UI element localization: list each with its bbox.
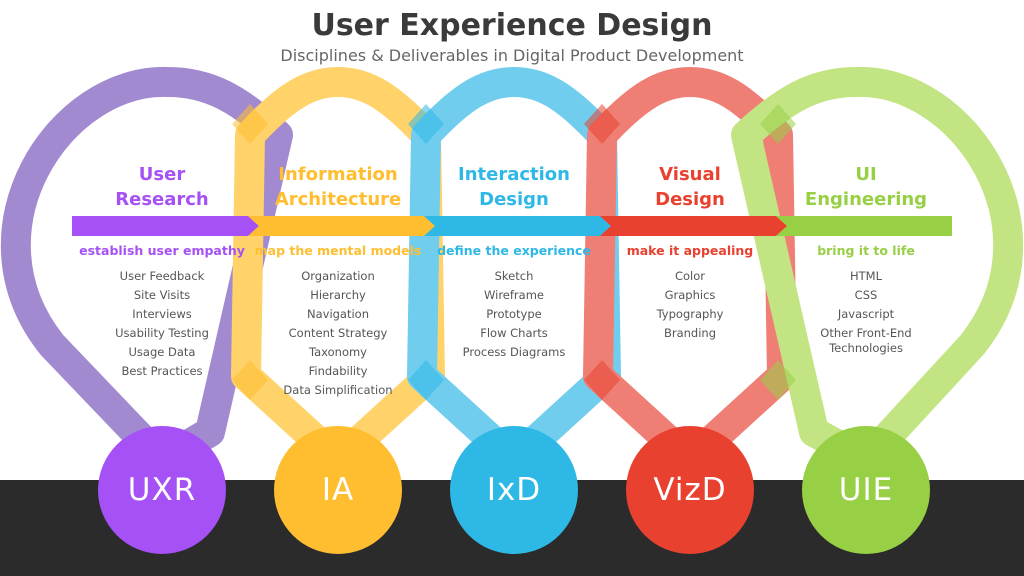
badge-ia: IA xyxy=(274,426,402,554)
deliverable-item: Findability xyxy=(308,364,368,378)
deliverable-item: Site Visits xyxy=(133,288,191,302)
overlap-bottom-2 xyxy=(408,360,444,400)
arrow-segment-uie xyxy=(776,216,952,236)
badge-vizd: VizD xyxy=(626,426,754,554)
arrow-segment-ia xyxy=(248,216,435,236)
overlap-bottom-3 xyxy=(584,360,620,400)
discipline-heading-line: UI xyxy=(855,164,877,185)
deliverable-item: Taxonomy xyxy=(309,345,367,359)
deliverable-item: HTML xyxy=(849,269,882,283)
discipline-heading-line: Visual xyxy=(659,164,721,185)
discipline-heading-line: User xyxy=(138,164,186,185)
loop-ixd xyxy=(407,67,621,475)
badge-uie: UIE xyxy=(802,426,930,554)
diagram-subtitle: Disciplines & Deliverables in Digital Pr… xyxy=(280,46,744,65)
badge-uxr: UXR xyxy=(98,426,226,554)
deliverable-item: Javascript xyxy=(837,307,895,321)
overlap-bottom-4 xyxy=(760,360,796,400)
deliverable-item: Color xyxy=(674,269,706,283)
deliverable-item: Usability Testing xyxy=(115,326,209,340)
deliverable-item: Graphics xyxy=(664,288,716,302)
deliverable-item: Navigation xyxy=(306,307,370,321)
deliverable-item: Other Front-End Technologies xyxy=(820,326,912,355)
deliverable-item: Best Practices xyxy=(121,364,203,378)
discipline-heading-line: Engineering xyxy=(804,189,928,210)
discipline-tagline-uie: bring it to life xyxy=(817,243,915,258)
deliverable-item: Usage Data xyxy=(128,345,196,359)
discipline-heading-line: Design xyxy=(655,189,725,210)
overlap-bottom-1 xyxy=(232,360,268,400)
loop-uxr xyxy=(0,66,293,475)
arrow-segment-uxr xyxy=(72,216,259,236)
arrow-segment-ixd xyxy=(424,216,611,236)
discipline-heading-line: Information xyxy=(278,164,398,185)
discipline-tagline-vizd: make it appealing xyxy=(626,243,754,258)
deliverable-item: Content Strategy xyxy=(288,326,388,340)
deliverable-item: Flow Charts xyxy=(480,326,548,340)
discipline-heading-line: Research xyxy=(115,189,209,210)
overlap-top-4 xyxy=(760,104,796,144)
discipline-tagline-ia: map the mental models xyxy=(254,243,422,258)
deliverable-item: Sketch xyxy=(494,269,534,283)
deliverable-item: Interviews xyxy=(132,307,192,321)
diagram-title: User Experience Design xyxy=(311,8,713,43)
discipline-tagline-ixd: define the experience xyxy=(437,243,591,258)
deliverable-item: Process Diagrams xyxy=(462,345,566,359)
loop-ia xyxy=(231,67,445,475)
deliverable-item: Wireframe xyxy=(484,288,544,302)
deliverable-item: CSS xyxy=(854,288,878,302)
deliverable-item: User Feedback xyxy=(119,269,205,283)
discipline-heading-line: Design xyxy=(479,189,549,210)
deliverable-item: Hierarchy xyxy=(310,288,366,302)
deliverable-item: Organization xyxy=(301,269,375,283)
deliverable-item: Typography xyxy=(656,307,724,321)
deliverable-item: Branding xyxy=(663,326,717,340)
discipline-heading-uie: UI Engineering xyxy=(778,162,954,212)
arrow-segment-vizd xyxy=(600,216,787,236)
discipline-heading-line: Architecture xyxy=(274,189,402,210)
overlap-top-3 xyxy=(584,104,620,144)
deliverable-item: Data Simplification xyxy=(283,383,393,397)
discipline-heading-line: Interaction xyxy=(458,164,570,185)
overlap-top-1 xyxy=(232,104,268,144)
discipline-tagline-uxr: establish user empathy xyxy=(79,243,245,258)
overlap-top-2 xyxy=(408,104,444,144)
deliverable-item: Prototype xyxy=(486,307,542,321)
badge-ixd: IxD xyxy=(450,426,578,554)
